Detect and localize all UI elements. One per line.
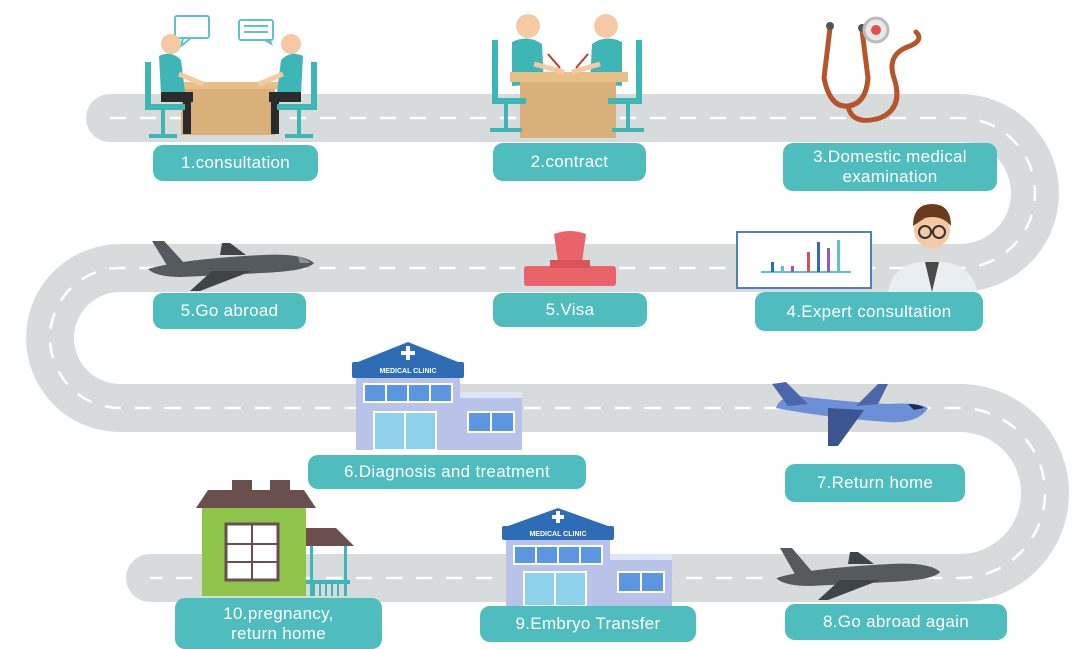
step-1-label: 1.consultation — [153, 145, 318, 181]
step-10-label-line-2: return home — [231, 623, 326, 643]
step-7-label: 7.Return home — [785, 464, 965, 502]
step-10-label-line-1: 10.pregnancy, — [223, 603, 334, 623]
step-2-label: 2.contract — [493, 143, 646, 181]
doctor-chart-icon — [736, 204, 979, 300]
step-4-label: 4.Expert consultation — [755, 292, 983, 331]
airplane-icon — [148, 241, 314, 291]
step-5-visa-label: 5.Visa — [493, 293, 647, 327]
medical-clinic-icon: MEDICAL CLINIC — [502, 508, 672, 607]
step-9-label: 9.Embryo Transfer — [480, 606, 696, 642]
step-6-label: 6.Diagnosis and treatment — [308, 455, 586, 489]
airplane-icon — [776, 548, 940, 600]
stethoscope-icon — [821, 16, 922, 123]
house-icon — [196, 480, 354, 596]
airplane-icon — [772, 382, 928, 446]
stamp-icon — [524, 231, 616, 286]
medical-clinic-icon: MEDICAL CLINIC — [352, 342, 522, 451]
clinic-sign-text: MEDICAL CLINIC — [379, 368, 436, 375]
step-3-label-line-1: 3.Domestic medical — [813, 147, 967, 166]
step-3-label-line-2: examination — [842, 167, 938, 186]
step-8-label: 8.Go abroad again — [785, 604, 1007, 640]
step-5-go-abroad-label: 5.Go abroad — [153, 293, 306, 329]
consultation-meeting-icon — [145, 15, 317, 138]
clinic-sign-text: MEDICAL CLINIC — [529, 531, 586, 538]
step-10-label: 10.pregnancy,return home — [175, 598, 382, 649]
contract-signing-icon — [490, 14, 644, 138]
